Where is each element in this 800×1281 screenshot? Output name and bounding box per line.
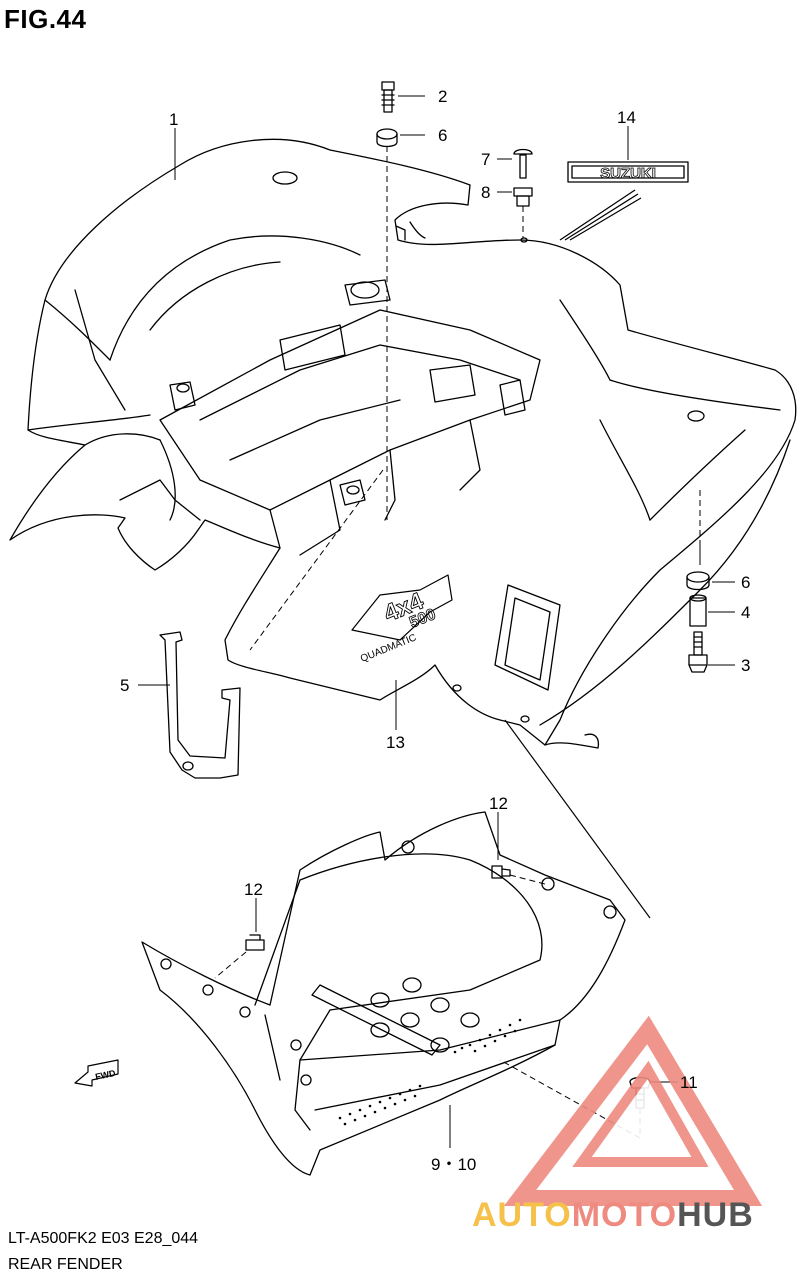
- watermark-logo: AUTOMOTOHUB: [472, 1196, 754, 1235]
- bracket-part-5: [159, 631, 241, 779]
- bolt-3: [688, 631, 708, 673]
- bolt-2: [381, 81, 395, 113]
- callout-1: 1: [169, 110, 179, 129]
- model-code: LT-A500FK2 E03 E28_044: [8, 1230, 199, 1247]
- screw-7: [513, 148, 533, 179]
- callout-4: 4: [741, 603, 751, 622]
- watermark-part-hub: HUB: [677, 1196, 754, 1234]
- watermark-triangle-icon: [503, 1015, 763, 1206]
- figure-title: FIG.44: [4, 4, 87, 34]
- nut-8: [513, 187, 533, 207]
- watermark-triangle-inner: [572, 1060, 709, 1167]
- spacer-4: [689, 594, 707, 627]
- quadmatic-decal: [351, 574, 453, 641]
- callout-6-top: 6: [438, 126, 448, 145]
- callout-2: 2: [438, 87, 448, 106]
- watermark-part-auto: AUTO: [472, 1196, 572, 1234]
- callout-3: 3: [741, 656, 751, 675]
- callout-12-right: 12: [489, 794, 508, 813]
- callout-8: 8: [481, 183, 491, 202]
- callout-13: 13: [386, 733, 405, 752]
- fwd-label: FWD: [94, 1068, 117, 1082]
- callout-14: 14: [617, 108, 636, 127]
- callout-5: 5: [120, 676, 130, 695]
- leader-lines: [138, 95, 735, 1148]
- dashed-assembly-lines: [214, 146, 701, 1139]
- bolt-12-right: [491, 865, 511, 879]
- watermark-part-moto: MOTO: [571, 1196, 678, 1234]
- mud-flap-panel: [141, 811, 626, 1176]
- suzuki-emblem-text: SUZUKI: [600, 165, 656, 182]
- section-name: REAR FENDER: [8, 1256, 123, 1273]
- suzuki-emblem: [567, 161, 689, 183]
- callout-12-left: 12: [244, 880, 263, 899]
- callout-9-10: 9・10: [431, 1155, 477, 1174]
- collar-6-top: [376, 128, 398, 148]
- fender-inner-structure: [119, 221, 541, 556]
- callout-6-right: 6: [741, 573, 751, 592]
- callout-7: 7: [481, 150, 491, 169]
- bolt-12-left: [245, 934, 265, 951]
- callout-11: 11: [680, 1073, 698, 1092]
- collar-6-right: [686, 571, 710, 591]
- rear-fender-outline: [9, 138, 797, 749]
- fwd-arrow: [74, 1059, 119, 1087]
- mud-flap-perforations: [338, 1018, 522, 1126]
